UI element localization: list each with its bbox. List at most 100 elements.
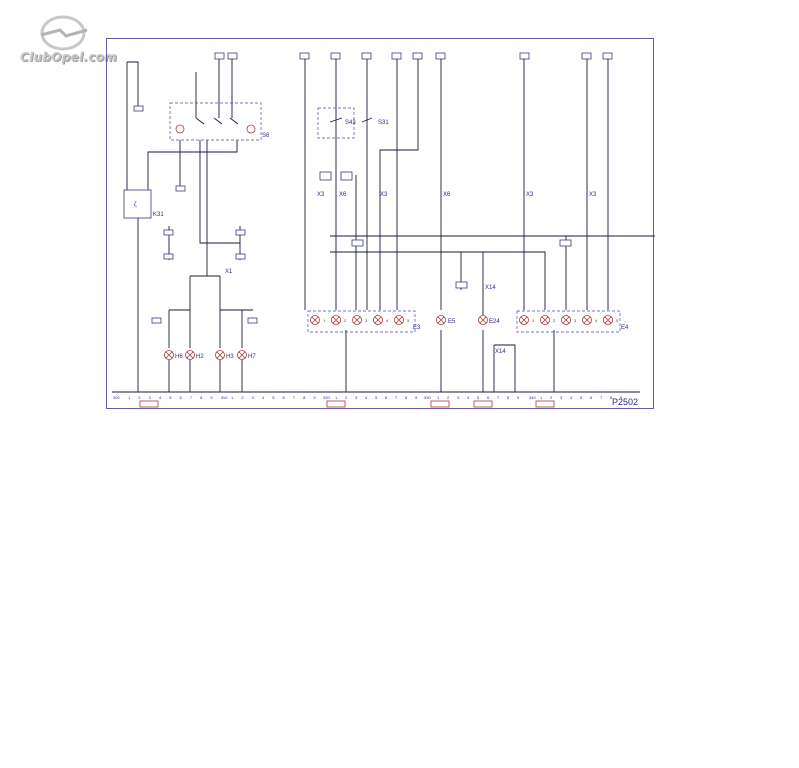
ruler-mark: 6: [590, 395, 593, 400]
ruler-mark: 5: [477, 395, 480, 400]
ruler-mark: 9: [210, 395, 213, 400]
label-h2: H2: [196, 354, 204, 360]
ruler-mark: 4: [365, 395, 368, 400]
ruler-mid-b: 330: [424, 395, 431, 400]
lamp-e4-5: [603, 315, 613, 325]
ruler-mark: 2: [550, 395, 553, 400]
ruler-mark: 8: [610, 395, 613, 400]
lamp-h6: [164, 350, 174, 360]
ruler-mark: 8: [507, 395, 510, 400]
ruler-mark: 7: [600, 395, 603, 400]
ruler-mark: 4: [159, 395, 162, 400]
lamp-e3-1: [310, 315, 320, 325]
ruler-mark: 7: [190, 395, 193, 400]
left-wiring: [126, 59, 253, 392]
ruler-mark: 8: [405, 395, 408, 400]
svg-text:3: 3: [365, 318, 368, 323]
switch-s6: [169, 102, 262, 141]
svg-text:1: 1: [532, 318, 535, 323]
lamp-e5: [436, 315, 446, 325]
svg-text:4: 4: [595, 318, 598, 323]
ruler-mid-a: 320: [323, 395, 330, 400]
ruler-mark: 6: [180, 395, 183, 400]
svg-text:2: 2: [344, 318, 347, 323]
ruler-mark: 7: [497, 395, 500, 400]
ruler-mark: 4: [570, 395, 573, 400]
ruler-mark: 1: [128, 395, 131, 400]
label-x14-a: X14: [485, 285, 496, 291]
ruler-mark: 4: [467, 395, 470, 400]
ruler-mark: 7: [293, 395, 296, 400]
lamp-e3-5: [394, 315, 404, 325]
ruler-mark: 9: [517, 395, 520, 400]
lamp-e3-4: [373, 315, 383, 325]
ruler-mark: 4: [262, 395, 265, 400]
lamp-e4-4: [582, 315, 592, 325]
lamp-bar-e3: [307, 310, 416, 333]
middle-wiring: [304, 59, 655, 392]
ruler-mark: 8: [303, 395, 306, 400]
ruler-mark: 7: [395, 395, 398, 400]
label-h7: H7: [248, 354, 256, 360]
label-s43: S43: [345, 120, 356, 126]
label-e3: E3: [413, 325, 421, 331]
lamp-h3: [215, 350, 225, 360]
label-x3-c: X3: [526, 192, 534, 198]
label-x3-a: X3: [317, 192, 325, 198]
diagram-frame: [106, 38, 654, 409]
inline-connectors: [133, 105, 572, 324]
ruler-mark: 3: [149, 395, 152, 400]
label-h3: H3: [226, 354, 234, 360]
ruler-mark: 1: [540, 395, 543, 400]
ruler-mid-c: 340: [529, 395, 536, 400]
ruler-mark: 5: [580, 395, 583, 400]
lamp-numbers: 1 2 3 4 5 1 2 3 4 5: [323, 318, 619, 323]
ruler-mark: 9: [415, 395, 418, 400]
lamp-e3-3: [352, 315, 362, 325]
ruler-mark: 9: [620, 395, 623, 400]
label-e4: E4: [621, 325, 629, 331]
label-x3-d: X3: [589, 192, 597, 198]
svg-text:1: 1: [323, 318, 326, 323]
label-s6: S6: [262, 133, 270, 139]
clubopel-logo: ClubOpel.com: [8, 8, 118, 66]
ruler-mark: 2: [138, 395, 141, 400]
ruler-mark: 310: [221, 395, 228, 400]
svg-text:5: 5: [407, 318, 410, 323]
lamp-h7: [237, 350, 247, 360]
diagram-code: P2502: [612, 397, 638, 407]
ground-rail: [112, 391, 640, 408]
ruler-mark: 1: [231, 395, 234, 400]
lamp-bar-e4: [516, 310, 621, 333]
ruler-mark: 8: [200, 395, 203, 400]
watermark-text: ClubOpel.com: [20, 50, 118, 64]
ruler-mark: 3: [560, 395, 563, 400]
label-x14-b: X14: [495, 349, 506, 355]
ruler-mark: 1: [335, 395, 338, 400]
switches-s43-s31: [317, 107, 373, 139]
ruler-start: 300: [113, 395, 120, 400]
ruler-mark: 6: [283, 395, 286, 400]
svg-text:ζ: ζ: [134, 202, 137, 208]
ruler-mark: 2: [345, 395, 348, 400]
label-x6-a: X6: [339, 192, 347, 198]
label-x6-b: X6: [443, 192, 451, 198]
label-x1: X1: [225, 269, 233, 275]
svg-text:3: 3: [574, 318, 577, 323]
lamp-e3-2: [331, 315, 341, 325]
svg-text:4: 4: [386, 318, 389, 323]
ruler-mark: 5: [169, 395, 172, 400]
ruler-mark: 2: [447, 395, 450, 400]
label-k31: K31: [153, 212, 164, 218]
label-s31: S31: [378, 120, 389, 126]
svg-text:5: 5: [616, 318, 619, 323]
lamp-e4-2: [540, 315, 550, 325]
lamp-e4-1: [519, 315, 529, 325]
lamp-e24: [478, 315, 488, 325]
ruler-mark: 2: [241, 395, 244, 400]
ruler-mark: 5: [272, 395, 275, 400]
ruler-mark: 3: [355, 395, 358, 400]
label-h6: H6: [175, 354, 183, 360]
